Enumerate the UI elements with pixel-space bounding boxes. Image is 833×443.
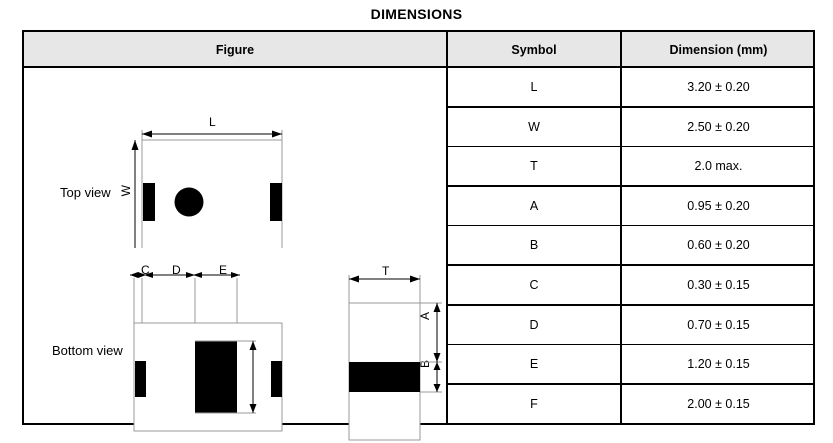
top-view-label: Top view bbox=[60, 185, 111, 200]
column-divider-symbol-dimension bbox=[620, 32, 622, 423]
cell-dimension: 0.60 ± 0.20 bbox=[687, 238, 750, 253]
table-header-row: Figure Symbol Dimension (mm) bbox=[24, 32, 813, 68]
side-view-drawing bbox=[348, 275, 442, 441]
table-row: L 3.20 ± 0.20 bbox=[448, 68, 815, 108]
cell-dimension: 3.20 ± 0.20 bbox=[687, 80, 750, 94]
top-view-drawing bbox=[131, 130, 283, 248]
cell-dimension: 2.50 ± 0.20 bbox=[687, 119, 750, 134]
cell-symbol: T bbox=[530, 159, 538, 174]
top-view-dim-l-label: L bbox=[209, 115, 216, 129]
column-divider-figure-symbol bbox=[446, 32, 448, 423]
bottom-view-dim-c-label: C bbox=[141, 263, 150, 277]
cell-symbol: D bbox=[529, 317, 539, 332]
cell-dimension: 0.70 ± 0.15 bbox=[687, 317, 750, 332]
cell-symbol: C bbox=[529, 278, 539, 292]
table-row: F 2.00 ± 0.15 bbox=[448, 385, 815, 425]
cell-dimension: 0.95 ± 0.20 bbox=[687, 198, 750, 213]
table-row: D 0.70 ± 0.15 bbox=[448, 306, 815, 346]
row-divider bbox=[448, 224, 815, 227]
bottom-view-label: Bottom view bbox=[52, 343, 123, 358]
cell-symbol: A bbox=[529, 198, 539, 213]
cell-dimension: 2.00 ± 0.15 bbox=[687, 396, 750, 411]
bottom-view-dim-d-label: D bbox=[172, 263, 181, 277]
row-divider bbox=[448, 304, 815, 306]
header-figure: Figure bbox=[215, 43, 255, 57]
cell-dimension: 2.0 max. bbox=[694, 159, 743, 174]
table-row: T 2.0 max. bbox=[448, 147, 815, 187]
header-symbol: Symbol bbox=[511, 43, 557, 57]
figure-column: Top view W L Bottom view C D bbox=[24, 68, 446, 441]
table-row: A 0.95 ± 0.20 bbox=[448, 187, 815, 227]
cell-symbol: E bbox=[529, 357, 539, 372]
row-divider bbox=[448, 383, 815, 385]
table-row: B 0.60 ± 0.20 bbox=[448, 226, 815, 266]
cell-dimension: 0.30 ± 0.15 bbox=[687, 278, 750, 292]
row-divider bbox=[448, 264, 815, 266]
row-divider bbox=[448, 145, 815, 148]
table-row: C 0.30 ± 0.15 bbox=[448, 266, 815, 306]
bottom-view-dim-e-label: E bbox=[219, 263, 228, 277]
page-title: DIMENSIONS bbox=[370, 6, 463, 22]
cell-symbol: F bbox=[530, 396, 538, 411]
side-view-dim-t-label: T bbox=[382, 264, 390, 278]
row-divider bbox=[448, 343, 815, 346]
row-divider bbox=[448, 106, 815, 108]
row-divider bbox=[448, 185, 815, 187]
cell-symbol: L bbox=[530, 80, 538, 94]
cell-symbol: B bbox=[529, 238, 539, 253]
table-row: W 2.50 ± 0.20 bbox=[448, 108, 815, 148]
bottom-view-drawing bbox=[130, 272, 283, 432]
dimensions-table: Figure Symbol Dimension (mm) L 3.20 ± 0.… bbox=[22, 30, 815, 441]
cell-symbol: W bbox=[528, 119, 540, 134]
table-row: E 1.20 ± 0.15 bbox=[448, 345, 815, 385]
header-dimension: Dimension (mm) bbox=[669, 43, 768, 57]
cell-dimension: 1.20 ± 0.15 bbox=[687, 357, 750, 372]
